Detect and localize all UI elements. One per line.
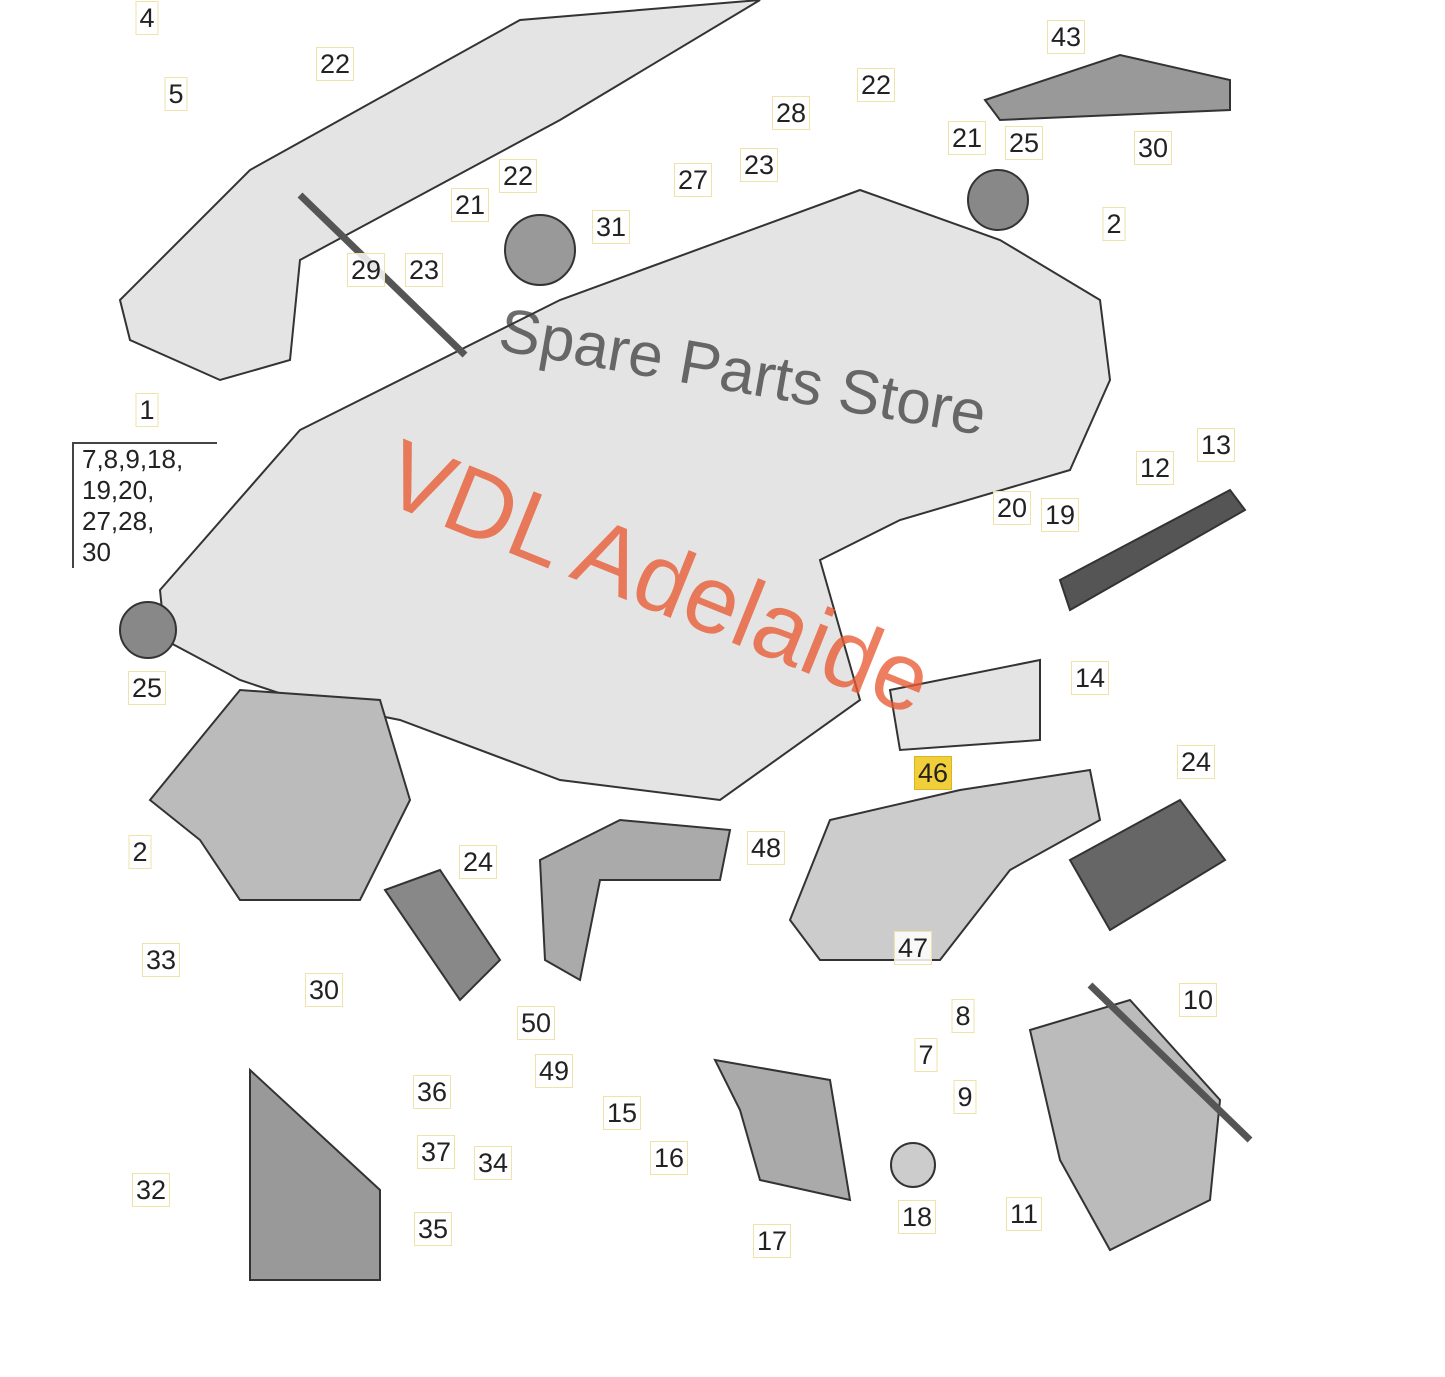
callout[interactable]: 27 — [673, 163, 713, 197]
steering-support — [148, 688, 412, 901]
cluster-cover — [538, 818, 732, 982]
callout[interactable]: 20 — [992, 491, 1032, 525]
dash-top-trim — [118, 0, 761, 382]
callout[interactable]: 17 — [752, 1224, 792, 1258]
callout[interactable]: 36 — [412, 1075, 452, 1109]
callout[interactable]: 13 — [1196, 428, 1236, 462]
callout[interactable]: 50 — [516, 1006, 556, 1040]
callout[interactable]: 23 — [739, 148, 779, 182]
callout[interactable]: 35 — [413, 1212, 453, 1246]
callout[interactable]: 31 — [591, 210, 631, 244]
vent-24-right — [1068, 798, 1227, 932]
callout[interactable]: 11 — [1005, 1197, 1043, 1231]
callout[interactable]: 23 — [404, 253, 444, 287]
callout[interactable]: 21 — [450, 188, 490, 222]
callout[interactable]: 18 — [897, 1200, 937, 1234]
callout[interactable]: 48 — [746, 831, 786, 865]
callout[interactable]: 19 — [1040, 498, 1080, 532]
vent-25-left — [119, 601, 177, 659]
callout[interactable]: 43 — [1046, 20, 1086, 54]
callout[interactable]: 12 — [1135, 451, 1175, 485]
callout[interactable]: 24 — [458, 845, 498, 879]
callout[interactable]: 47 — [893, 931, 933, 965]
callout[interactable]: 2 — [128, 835, 152, 869]
callout[interactable]: 32 — [131, 1173, 171, 1207]
callout[interactable]: 25 — [1004, 126, 1044, 160]
callout[interactable]: 49 — [534, 1054, 574, 1088]
callout[interactable]: 5 — [164, 77, 188, 111]
callout[interactable]: 28 — [771, 96, 811, 130]
speaker-21 — [504, 214, 576, 286]
callout[interactable]: 2 — [1102, 207, 1126, 241]
group-item-row: 27,28, — [82, 506, 155, 536]
center-console-frame — [1028, 998, 1222, 1252]
callout[interactable]: 33 — [141, 943, 181, 977]
callout[interactable]: 37 — [416, 1135, 456, 1169]
callout-group-1-items: 7,8,9,18, 19,20, 27,28, 30 — [72, 442, 217, 568]
side-trim-13 — [1058, 488, 1247, 612]
callout[interactable]: 30 — [304, 973, 344, 1007]
vent-25-right — [967, 169, 1029, 231]
part-18-ring — [890, 1142, 936, 1188]
callout[interactable]: 24 — [1176, 745, 1216, 779]
callout[interactable]: 1 — [135, 393, 159, 427]
callout[interactable]: 34 — [473, 1146, 513, 1180]
callout[interactable]: 4 — [135, 1, 159, 35]
callout[interactable]: 30 — [1133, 131, 1173, 165]
callout[interactable]: 9 — [953, 1080, 977, 1114]
callout[interactable]: 25 — [127, 671, 167, 705]
airbag-cover — [249, 1067, 381, 1281]
callout[interactable]: 21 — [947, 121, 987, 155]
group-item-row: 19,20, — [82, 475, 155, 505]
bracket-15 — [713, 1058, 852, 1202]
group-item-row: 30 — [82, 537, 111, 567]
group-item-row: 7,8,9,18, — [82, 444, 184, 474]
callout[interactable]: 22 — [498, 159, 538, 193]
callout[interactable]: 22 — [856, 68, 896, 102]
callout[interactable]: 29 — [346, 253, 386, 287]
callout[interactable]: 8 — [951, 999, 975, 1033]
callout[interactable]: 14 — [1070, 661, 1110, 695]
instrument-cluster — [788, 768, 1102, 961]
watermark-stroke — [1087, 982, 1253, 1143]
callout[interactable]: 7 — [914, 1038, 938, 1072]
callout[interactable]: 16 — [649, 1141, 689, 1175]
glovebox — [888, 658, 1041, 752]
callout[interactable]: 10 — [1178, 983, 1218, 1017]
vent-24-left — [383, 868, 502, 1002]
callout[interactable]: 15 — [602, 1096, 642, 1130]
callout[interactable]: 22 — [315, 47, 355, 81]
callout-highlighted[interactable]: 46 — [913, 756, 953, 790]
top-vent-30 — [983, 53, 1231, 122]
